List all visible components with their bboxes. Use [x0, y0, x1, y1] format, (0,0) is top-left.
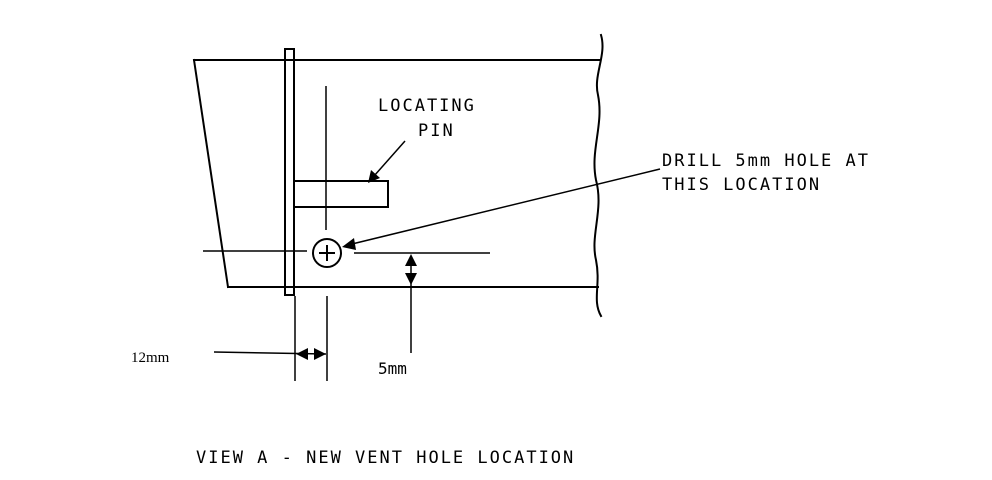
dimension-5mm-label: 5mm [378, 359, 407, 378]
locating-pin-label-line2: PIN [418, 121, 455, 141]
panel-break-line [593, 33, 604, 318]
vertical-dimension-5mm [405, 254, 417, 353]
dimension-12mm-label: 12mm [131, 350, 170, 366]
locating-pin-leader [368, 140, 406, 183]
horizontal-dimension-12mm [213, 296, 328, 381]
view-caption: VIEW A - NEW VENT HOLE LOCATION [196, 448, 575, 468]
panel-left-edge [192, 58, 230, 289]
drill-hole-leader [342, 168, 661, 250]
drill-hole-symbol [312, 238, 342, 268]
flange-plate [284, 48, 295, 296]
locating-pin [293, 180, 389, 208]
drill-note-line1: DRILL 5mm HOLE AT [662, 151, 870, 171]
locating-pin-label-line1: LOCATING [378, 96, 476, 116]
drill-note-line2: THIS LOCATION [662, 175, 821, 195]
panel-body [192, 33, 604, 318]
